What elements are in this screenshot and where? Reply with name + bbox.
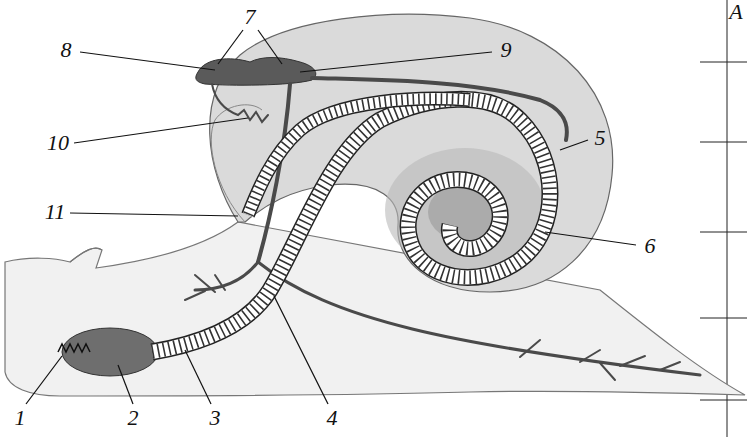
callout-number: A <box>729 1 742 23</box>
callout-number: 1 <box>15 407 26 429</box>
callout-number: 4 <box>327 407 338 429</box>
callout-number: 2 <box>128 407 139 429</box>
callout-number: 5 <box>595 127 606 149</box>
callout-number: 9 <box>501 39 512 61</box>
callout-number: 3 <box>210 407 221 429</box>
callout-number: 11 <box>45 201 65 223</box>
radula <box>58 344 90 352</box>
pharynx <box>62 328 158 376</box>
leader-lines <box>26 30 636 404</box>
callout-number: 10 <box>47 132 69 154</box>
heart-kidney <box>196 58 316 86</box>
gut-tube <box>152 99 550 352</box>
callout-number: 8 <box>61 39 72 61</box>
callout-number: 7 <box>245 6 256 28</box>
snail-body <box>5 222 745 396</box>
callout-number: 6 <box>645 235 656 257</box>
